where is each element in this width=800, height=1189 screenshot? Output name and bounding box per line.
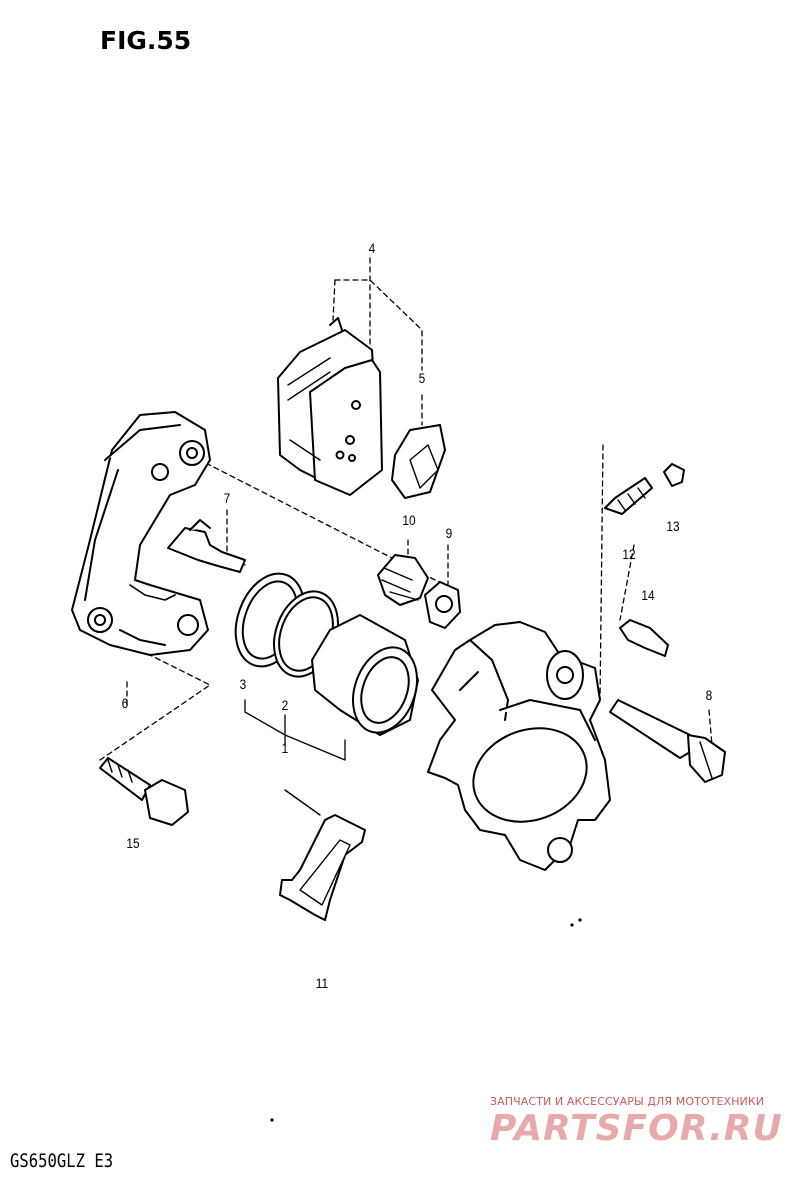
callout-6: 6 [121, 695, 129, 711]
brake-pad-set [277, 317, 383, 496]
callout-11: 11 [315, 975, 329, 991]
callout-2: 2 [281, 697, 289, 713]
callout-10: 10 [402, 512, 416, 528]
callout-14: 14 [641, 587, 655, 603]
bleeder-valve [604, 477, 653, 515]
caliper-piston [311, 614, 419, 736]
callout-13: 13 [666, 518, 680, 534]
slide-boot [377, 554, 429, 606]
pad-clip [279, 789, 366, 921]
callout-1: 1 [281, 740, 289, 756]
callout-8: 8 [705, 687, 713, 703]
caliper-bracket [71, 411, 211, 656]
pad-spring [167, 519, 246, 573]
pad-shim [391, 424, 446, 499]
mounting-bolt [99, 757, 189, 826]
watermark-logo: PARTSFOR.RU [490, 1108, 783, 1149]
piston-seal-bracket [244, 699, 346, 761]
caliper-body [427, 621, 611, 871]
model-code: GS650GLZ E3 [10, 1150, 114, 1172]
figure-title: FIG.55 [100, 26, 192, 55]
pad-retainer-clip [619, 619, 669, 657]
slide-pin-bolt [609, 699, 726, 783]
callout-3: 3 [239, 676, 247, 692]
callout-9: 9 [445, 525, 453, 541]
callout-15: 15 [126, 835, 140, 851]
watermark-caption: ЗАПЧАСТИ И АКСЕССУАРЫ ДЛЯ МОТОТЕХНИКИ [490, 1095, 765, 1108]
callout-12: 12 [622, 546, 636, 562]
bleeder-cap [663, 463, 685, 487]
print-specks [270, 918, 582, 1122]
callout-7: 7 [223, 490, 231, 506]
callout-5: 5 [418, 370, 426, 386]
pin-cap [424, 581, 461, 629]
callout-4: 4 [368, 240, 376, 256]
